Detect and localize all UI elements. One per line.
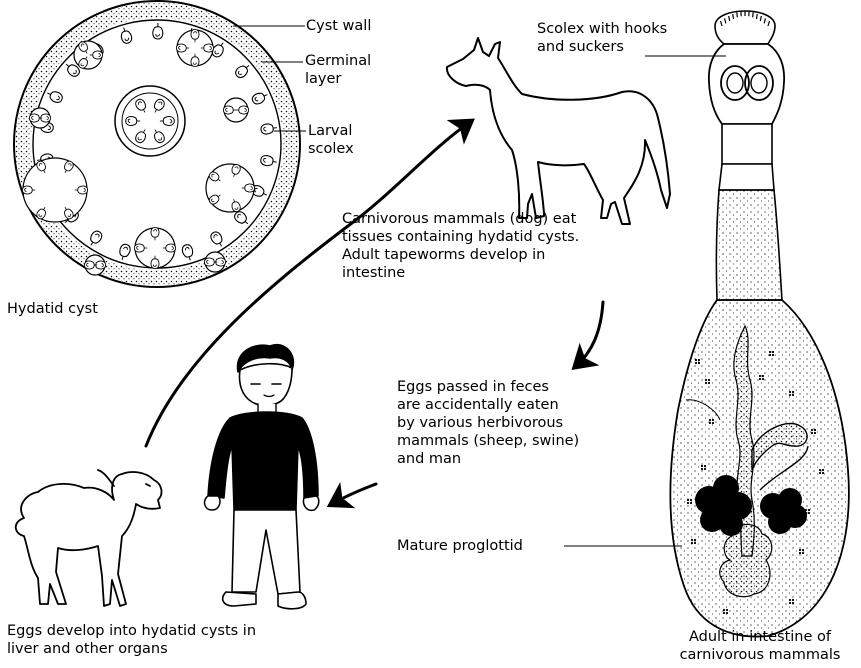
hydatid-cyst-figure [14, 1, 300, 287]
label-proglottid: Mature proglottid [397, 537, 523, 555]
label-hydatid-cyst: Hydatid cyst [7, 300, 98, 318]
label-adult: Adult in intestine of carnivorous mammal… [661, 628, 859, 664]
dog-drawing [447, 38, 670, 224]
label-dog-stage: Carnivorous mammals (dog) eat tissues co… [342, 210, 579, 282]
label-germinal-layer: Germinal layer [305, 52, 371, 88]
label-scolex: Scolex with hooks and suckers [537, 20, 667, 56]
label-cyst-wall: Cyst wall [306, 17, 371, 35]
label-larval-scolex: Larval scolex [308, 122, 354, 158]
immature-proglottid [719, 164, 774, 190]
tapeworm-drawing [670, 11, 848, 637]
label-eggs-passed: Eggs passed in feces are accidentally ea… [397, 378, 579, 468]
boy-drawing [205, 345, 319, 609]
neck [722, 124, 772, 164]
label-cysts-develop: Eggs develop into hydatid cysts in liver… [7, 622, 256, 658]
arrow-dog-to-eggs [576, 302, 603, 366]
lamb-drawing [16, 470, 162, 606]
arrow-eggs-to-hosts [332, 484, 376, 504]
mature-proglottid-segment [716, 190, 782, 300]
